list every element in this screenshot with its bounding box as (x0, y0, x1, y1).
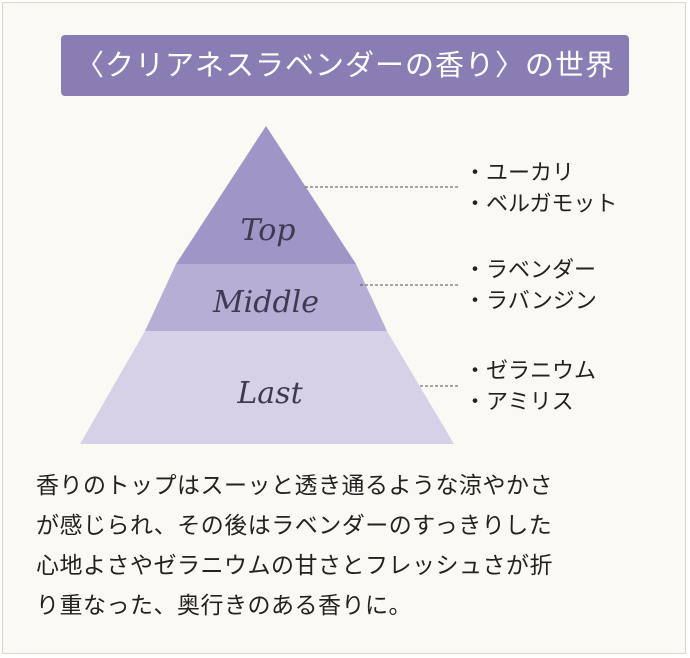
tier-label-middle: Middle (212, 285, 319, 320)
note-item: ベルガモット (468, 189, 617, 220)
tier-label-top: Top (241, 213, 296, 248)
note-item: ユーカリ (468, 158, 617, 189)
pyramid-tier-last (80, 331, 454, 444)
notes-last: ゼラニウム アミリス (468, 356, 596, 418)
description-line: 香りのトップはスーッと透き通るような涼やかさ (36, 473, 553, 499)
pyramid-tier-middle (145, 264, 387, 331)
note-item: アミリス (468, 387, 596, 418)
description-line: り重なった、奥行きのある香りに。 (36, 593, 412, 619)
description-line: 心地よさやゼラニウムの甘さとフレッシュさが折 (36, 553, 553, 579)
notes-top: ユーカリ ベルガモット (468, 158, 617, 220)
description-line: が感じられ、その後はラベンダーのすっきりした (36, 513, 553, 539)
description-text: 香りのトップはスーッと透き通るような涼やかさ が感じられ、その後はラベンダーのす… (36, 466, 661, 626)
note-item: ゼラニウム (468, 356, 596, 387)
notes-middle: ラベンダー ラバンジン (468, 255, 597, 317)
note-item: ラベンダー (468, 255, 597, 286)
tier-label-last: Last (236, 376, 303, 411)
title-banner: 〈クリアネスラベンダーの香り〉の世界 (61, 35, 629, 96)
pyramid-tier-top (176, 126, 356, 264)
note-item: ラバンジン (468, 286, 597, 317)
